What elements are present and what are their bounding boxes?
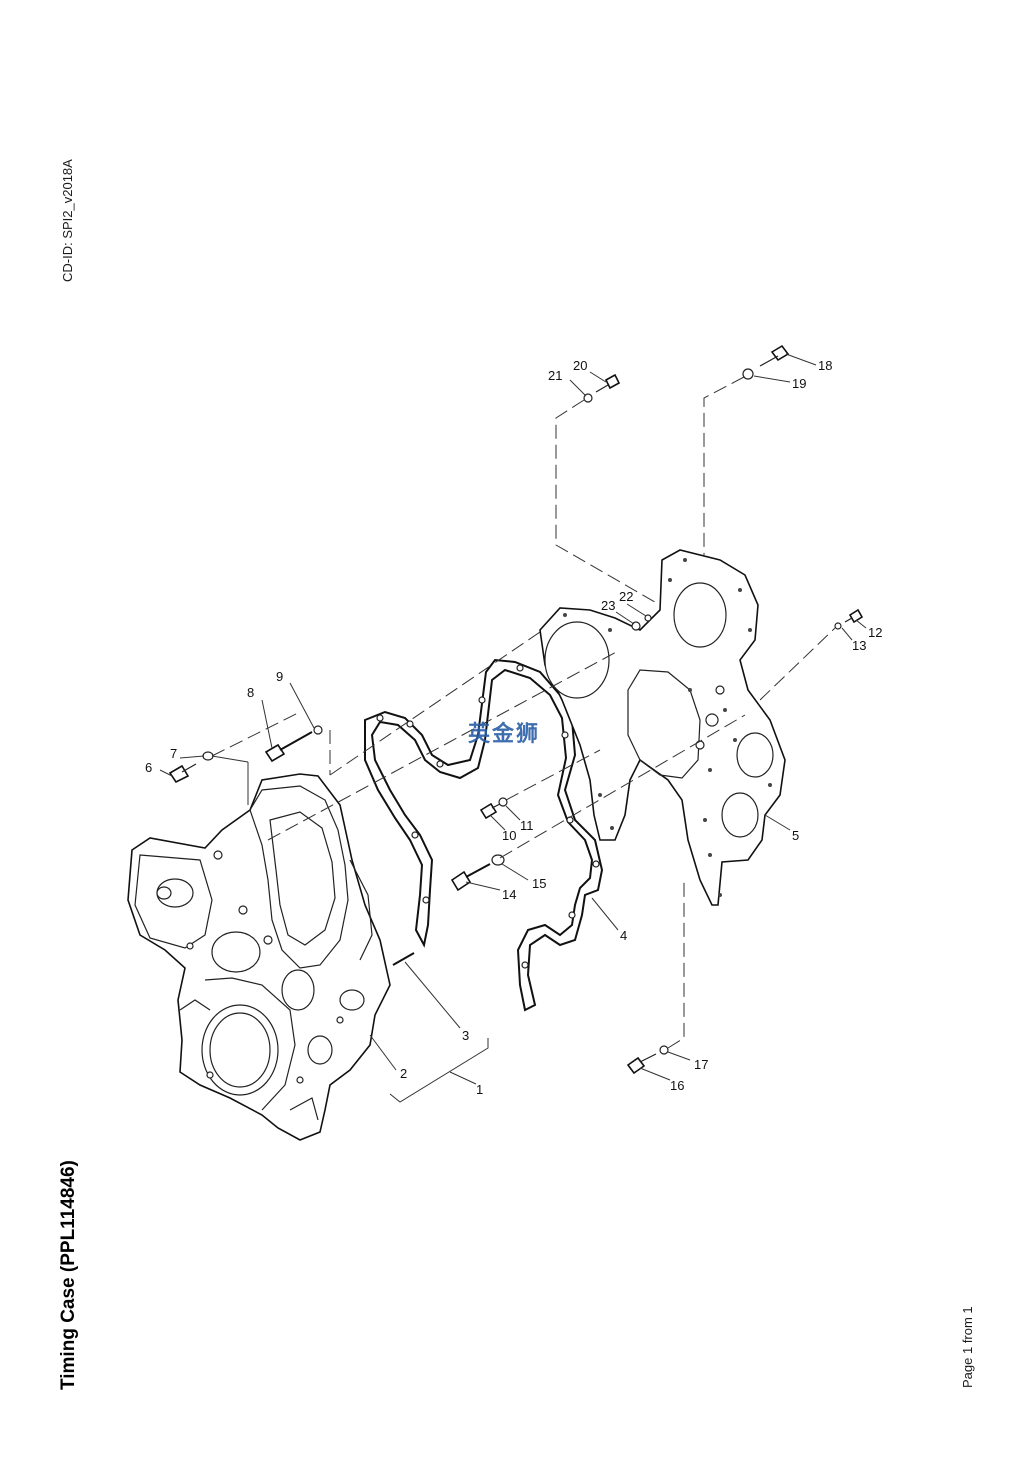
callout-12: 12 bbox=[868, 625, 882, 640]
callout-11: 11 bbox=[520, 818, 534, 833]
callout-8: 8 bbox=[247, 685, 254, 700]
callout-21: 21 bbox=[548, 368, 562, 383]
callout-9: 9 bbox=[276, 669, 283, 684]
callout-4: 4 bbox=[620, 928, 627, 943]
watermark-text: 英金狮 bbox=[468, 722, 541, 747]
front-plate bbox=[539, 549, 786, 906]
callout-20: 20 bbox=[573, 358, 587, 373]
callout-17: 17 bbox=[694, 1057, 708, 1072]
callout-13: 13 bbox=[852, 638, 866, 653]
callout-2: 2 bbox=[400, 1066, 407, 1081]
leader-lines bbox=[159, 353, 867, 1085]
assembly-lines bbox=[211, 376, 836, 1103]
callout-23: 23 bbox=[601, 598, 615, 613]
callout-15: 15 bbox=[532, 876, 546, 891]
callout-1: 1 bbox=[476, 1082, 483, 1097]
callout-3: 3 bbox=[462, 1028, 469, 1043]
callout-10: 10 bbox=[502, 828, 516, 843]
callout-6: 6 bbox=[145, 760, 152, 775]
fasteners bbox=[168, 344, 864, 1075]
callout-18: 18 bbox=[818, 358, 832, 373]
timing-case-housing bbox=[127, 773, 391, 1141]
callout-7: 7 bbox=[170, 746, 177, 761]
callout-14: 14 bbox=[502, 887, 516, 902]
callout-22: 22 bbox=[619, 589, 633, 604]
callout-numbers: 1 2 3 4 5 6 7 8 9 10 11 12 13 14 15 16 1… bbox=[145, 358, 882, 1097]
callout-5: 5 bbox=[792, 828, 799, 843]
callout-19: 19 bbox=[792, 376, 806, 391]
callout-16: 16 bbox=[670, 1078, 684, 1093]
